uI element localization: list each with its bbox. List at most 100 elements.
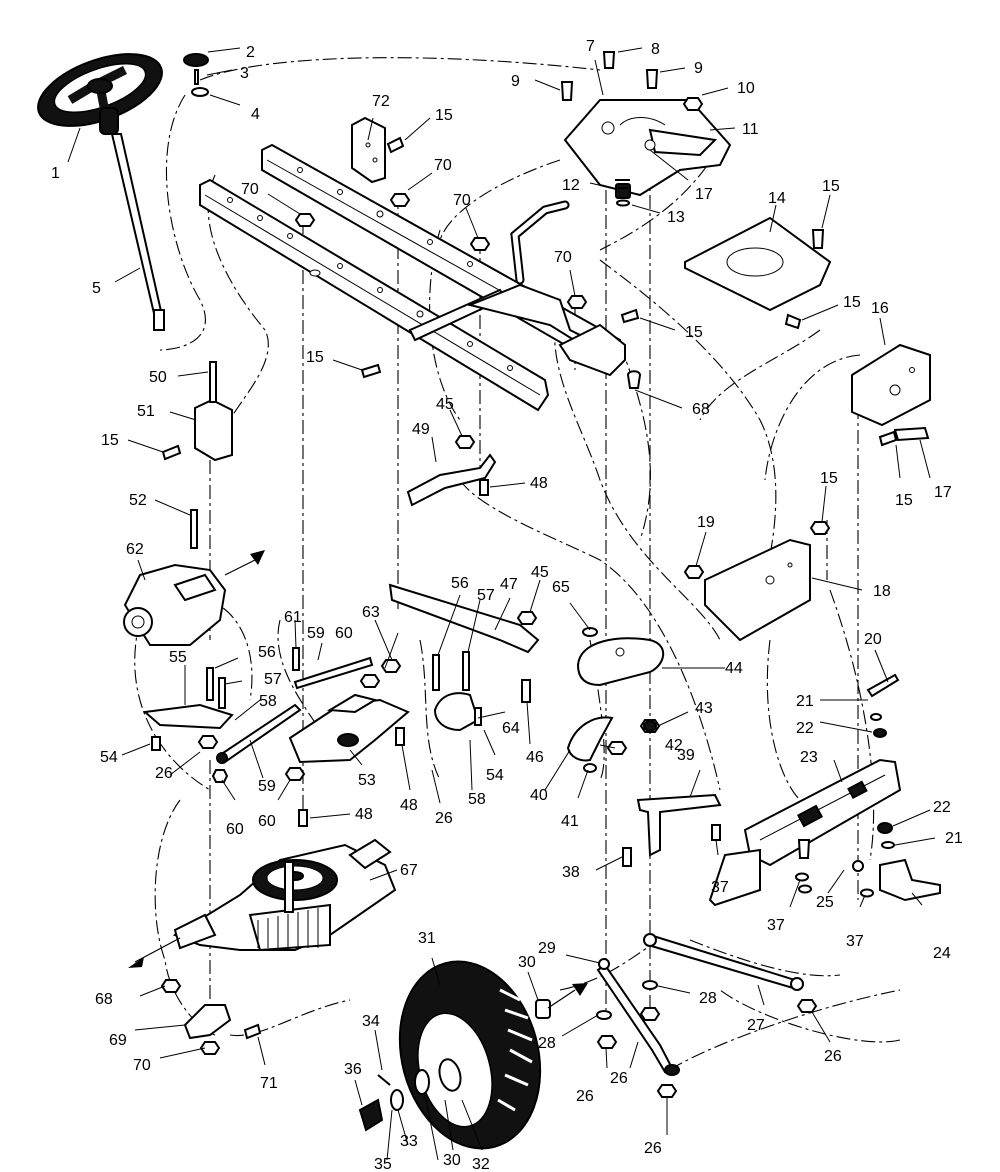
callout-61: 61	[284, 609, 302, 626]
front-bracket-pieces	[558, 323, 642, 389]
callout-13: 13	[667, 209, 685, 226]
wheel-hub-parts	[358, 983, 588, 1132]
callout-48c: 48	[400, 797, 418, 814]
callout-30a: 30	[518, 954, 536, 971]
callout-39: 39	[677, 747, 695, 764]
callout-37b: 37	[767, 917, 785, 934]
steering-plate	[563, 99, 732, 197]
callout-60b: 60	[226, 821, 244, 838]
callout-24: 24	[933, 945, 951, 962]
callout-22a: 22	[796, 720, 814, 737]
frame-rail-left	[199, 178, 550, 412]
callout-60a: 60	[335, 625, 353, 642]
callout-37a: 37	[711, 879, 729, 896]
hardware	[151, 51, 930, 1098]
callout-51: 51	[137, 403, 155, 420]
callout-68a: 68	[692, 401, 710, 418]
callout-37c: 37	[846, 933, 864, 950]
steering-wheel	[37, 53, 163, 135]
callout-4: 4	[251, 106, 260, 123]
callout-62: 62	[126, 541, 144, 558]
callout-17b: 17	[934, 484, 952, 501]
brake-bracket	[288, 693, 410, 764]
callout-57a: 57	[264, 671, 282, 688]
callout-48a: 48	[530, 475, 548, 492]
transaxle	[128, 838, 397, 968]
link-rod-lower	[216, 703, 302, 764]
callout-52: 52	[129, 492, 147, 509]
callout-70e: 70	[133, 1057, 151, 1074]
callout-10: 10	[737, 80, 755, 97]
callout-34: 34	[362, 1013, 380, 1030]
plate-40	[566, 716, 614, 762]
bracket-49	[406, 453, 497, 507]
spindle-left	[708, 848, 761, 907]
callout-labels: 1 2 3 4 5 7 8 9 9 10 11 12 13 14 15 15 1…	[51, 38, 963, 1172]
pedal-rod	[388, 583, 540, 654]
callout-59a: 59	[307, 625, 325, 642]
callout-21b: 21	[945, 830, 963, 847]
callout-40: 40	[530, 787, 548, 804]
callout-15c: 15	[843, 294, 861, 311]
callout-58b: 58	[468, 791, 486, 808]
steering-shaft	[110, 133, 165, 331]
callout-15b: 15	[822, 178, 840, 195]
callout-15a: 15	[435, 107, 453, 124]
callout-49: 49	[412, 421, 430, 438]
callout-71: 71	[260, 1075, 278, 1092]
callout-44: 44	[725, 660, 743, 677]
callout-3: 3	[240, 65, 249, 82]
callout-17a: 17	[695, 186, 713, 203]
callout-26d: 26	[610, 1070, 628, 1087]
callout-47: 47	[500, 576, 518, 593]
callout-70b: 70	[241, 181, 259, 198]
callout-45a: 45	[436, 396, 454, 413]
callout-41: 41	[561, 813, 579, 830]
transaxle-bracket	[183, 1004, 232, 1040]
callout-72: 72	[372, 93, 390, 110]
callout-25: 25	[816, 894, 834, 911]
bracket-39	[636, 793, 722, 857]
callout-70a: 70	[434, 157, 452, 174]
frame-cross-bar	[408, 283, 603, 352]
gearbox	[123, 550, 265, 646]
callout-46: 46	[526, 749, 544, 766]
callout-67: 67	[400, 862, 418, 879]
front-axle	[743, 758, 902, 867]
callout-21a: 21	[796, 693, 814, 710]
callout-55: 55	[169, 649, 187, 666]
callout-48b: 48	[355, 806, 373, 823]
callout-43: 43	[695, 700, 713, 717]
callout-45b: 45	[531, 564, 549, 581]
bracket-51	[194, 398, 233, 462]
callout-14: 14	[768, 190, 786, 207]
callout-54a: 54	[100, 749, 118, 766]
callout-33: 33	[400, 1133, 418, 1150]
callout-60c: 60	[258, 813, 276, 830]
spindle-right	[879, 858, 941, 902]
bracket-16	[851, 343, 931, 427]
callout-64: 64	[502, 720, 520, 737]
callout-58a: 58	[259, 693, 277, 710]
callout-18: 18	[873, 583, 891, 600]
callout-2: 2	[246, 44, 255, 61]
drag-link	[596, 958, 680, 1076]
callout-26b: 26	[435, 810, 453, 827]
callout-12: 12	[562, 177, 580, 194]
front-wheel	[398, 960, 542, 1150]
callout-1: 1	[51, 165, 60, 182]
callout-31: 31	[418, 930, 436, 947]
callout-53: 53	[358, 772, 376, 789]
callout-28a: 28	[699, 990, 717, 1007]
callout-26f: 26	[824, 1048, 842, 1065]
callout-15h: 15	[820, 470, 838, 487]
callout-9a: 9	[511, 73, 520, 90]
callout-69: 69	[109, 1032, 127, 1049]
callout-56a: 56	[258, 644, 276, 661]
callout-7: 7	[586, 38, 595, 55]
callout-70c: 70	[453, 192, 471, 209]
callout-8: 8	[651, 41, 660, 58]
callout-16: 16	[871, 300, 889, 317]
callout-38: 38	[562, 864, 580, 881]
